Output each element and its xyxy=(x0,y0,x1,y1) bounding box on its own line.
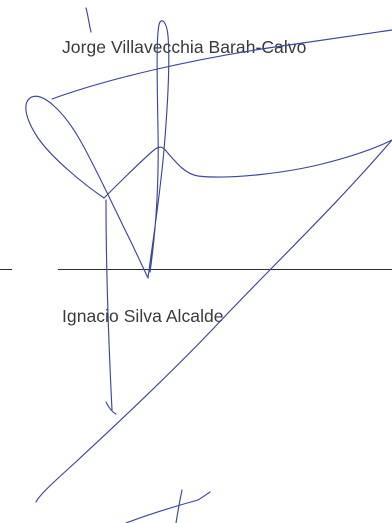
signature-stroke-upper-sweep xyxy=(51,29,392,100)
signature-stroke-tick xyxy=(85,7,92,33)
signature-stroke-bottom-hook xyxy=(197,491,211,501)
signature-stroke-vertical xyxy=(105,199,113,411)
signature-stroke-hump xyxy=(103,139,392,199)
signature-stroke-flick xyxy=(105,401,117,415)
signature-stroke-diagonal xyxy=(35,139,392,503)
signature-stroke-left-loop xyxy=(25,95,149,279)
signature-stroke-bottom-horizontal xyxy=(125,499,199,523)
signature-stroke-tall-loop xyxy=(147,20,170,279)
signature-line-left-segment xyxy=(0,269,12,270)
signatory-name-ignacio: Ignacio Silva Alcalde xyxy=(62,306,224,326)
signature-line xyxy=(58,269,392,270)
